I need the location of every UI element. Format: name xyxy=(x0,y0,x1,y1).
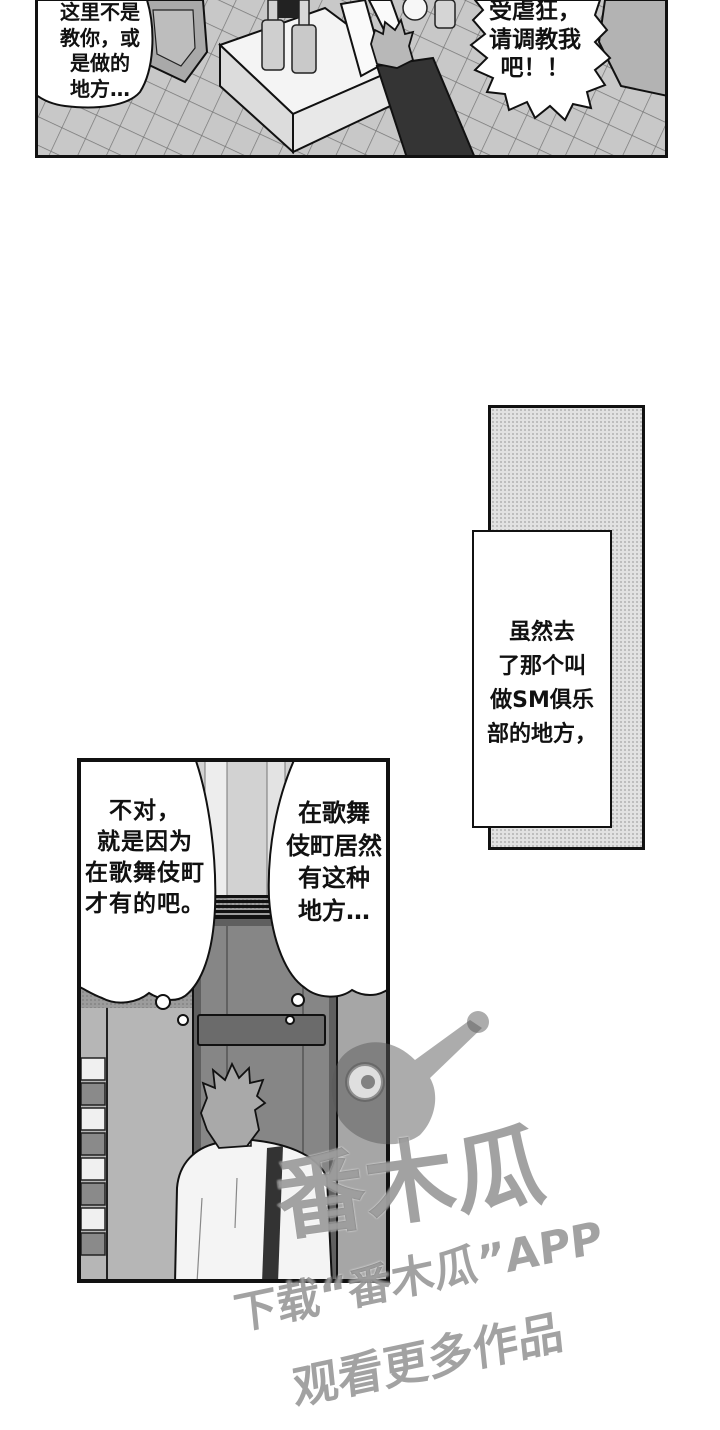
bubble-line: 不对， xyxy=(109,798,181,824)
bubble-line: 受虐狂， xyxy=(489,0,581,24)
bubble-tail-dot xyxy=(155,994,171,1010)
watermark-logo-fist xyxy=(467,1011,489,1033)
panel-top xyxy=(35,0,668,158)
narration-caption-text: 虽然去 了那个叫 做SM俱乐 部的地方， xyxy=(472,616,612,752)
bubble-tail-dot xyxy=(285,1015,295,1025)
panel-border xyxy=(77,758,390,1283)
speech-bubble-right xyxy=(267,758,390,998)
caption-line: 虽然去 xyxy=(508,620,575,645)
bubble-line: 在歌舞伎町 xyxy=(85,860,205,886)
window-pane xyxy=(80,1107,106,1131)
club-sign xyxy=(197,1014,326,1046)
bubble-line: 地方… xyxy=(70,76,130,101)
man-vest xyxy=(375,56,477,158)
stripe xyxy=(195,900,313,903)
speech-bubble-left xyxy=(77,758,217,1004)
bottle-neck xyxy=(267,0,279,23)
bubble-line: 教你，或 xyxy=(60,25,140,50)
watermark-more-works-text: 观看更多作品 xyxy=(290,1304,566,1416)
speech-bubble-text: 这里不是 教你，或 是做的 地方… xyxy=(45,0,155,102)
bubble-line: 有这种 xyxy=(298,864,370,892)
striped-lintel xyxy=(195,895,313,918)
window-pane xyxy=(80,1207,106,1231)
bubble-line: 吧！！ xyxy=(500,55,570,81)
window-pane xyxy=(80,1082,106,1106)
stripe xyxy=(195,915,313,918)
bottle xyxy=(261,19,285,71)
bubble-tail-dot xyxy=(291,993,305,1007)
stripe xyxy=(195,905,313,908)
bubble-line: 才有的吧。 xyxy=(85,891,205,917)
bubble-line: 地方… xyxy=(298,896,370,925)
bubble-line: 是做的 xyxy=(70,51,130,75)
window-pane xyxy=(80,1132,106,1156)
bubble-line: 请调教我 xyxy=(489,26,581,53)
speech-bubble-text: 不对， 就是因为 在歌舞伎町 才有的吧。 xyxy=(75,796,215,920)
speech-bubble-right-spiky xyxy=(469,0,612,122)
caption-line: 做SM俱乐 xyxy=(490,688,594,713)
man-hair xyxy=(370,17,415,69)
bubble-line: 这里不是 xyxy=(60,0,140,24)
watermark-logo-figure xyxy=(331,1011,489,1145)
man-hair xyxy=(200,1061,267,1149)
bubble-tail-dot xyxy=(177,1014,189,1026)
glass xyxy=(402,0,428,21)
window-pane xyxy=(80,1157,106,1181)
watermark-logo-body xyxy=(331,1020,482,1145)
bag-strap xyxy=(262,1146,283,1283)
narration-caption-box xyxy=(472,530,612,828)
speech-bubble-left xyxy=(35,0,154,109)
speech-bubble-text: 受虐狂， 请调教我 吧！！ xyxy=(465,0,605,83)
bubble-line: 就是因为 xyxy=(97,829,193,855)
bottle xyxy=(434,0,456,29)
bottle-neck xyxy=(298,0,310,28)
caption-line: 了那个叫 xyxy=(497,654,586,679)
bubble-line: 在歌舞 xyxy=(298,799,370,827)
speech-bubble-text: 在歌舞 伎町居然 有这种 地方… xyxy=(274,797,394,927)
bottle xyxy=(291,24,317,74)
watermark-logo-pupil xyxy=(361,1075,375,1089)
wall-window-column xyxy=(80,1057,106,1256)
window-pane xyxy=(80,1057,106,1081)
panel-bottom xyxy=(77,758,390,1283)
bubble-line: 伎町居然 xyxy=(286,831,382,860)
stripe xyxy=(195,910,313,913)
window-pane xyxy=(80,1182,106,1206)
panel-border xyxy=(35,0,668,158)
shirt-fold xyxy=(196,1177,238,1283)
window-pane xyxy=(80,1232,106,1256)
stripe xyxy=(195,895,313,898)
caption-line: 部的地方， xyxy=(486,722,597,747)
armchair-left-cushion xyxy=(152,9,196,67)
